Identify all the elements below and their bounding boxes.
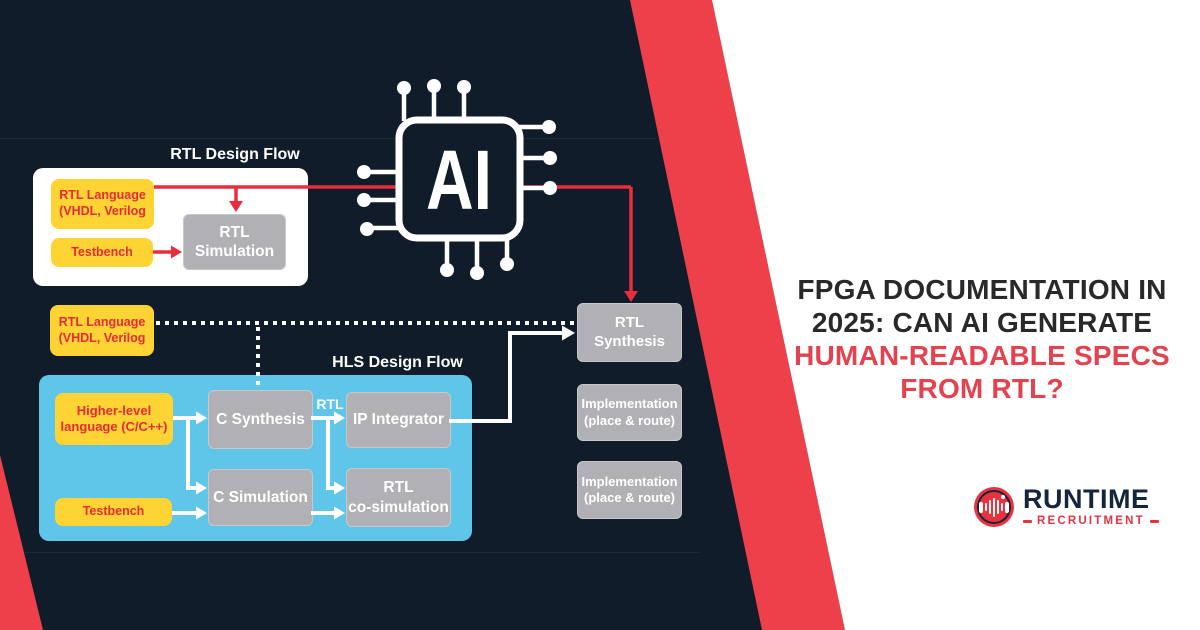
hls-testbench-box: Testbench	[55, 498, 172, 526]
headline-line-4: FROM RTL?	[900, 373, 1064, 404]
headline-line-2: 2025: CAN AI GENERATE	[811, 307, 1153, 338]
waveform-bars-icon	[974, 487, 1014, 527]
headline-line-3: HUMAN-READABLE SPECS	[794, 340, 1170, 371]
rtl-language-standalone-box: RTL Language (VHDL, Verilog	[50, 305, 154, 356]
rtl-simulation-box: RTL Simulation	[183, 214, 286, 270]
headline: FPGA DOCUMENTATION IN 2025: CAN AI GENER…	[770, 273, 1194, 405]
implementation-box-1: Implementation (place & route)	[577, 384, 682, 441]
higher-level-language-box: Higher-level language (C/C++)	[55, 393, 173, 445]
hls-design-flow-title: HLS Design Flow	[332, 354, 463, 371]
dash-icon	[1149, 519, 1159, 523]
badge-dot	[1001, 495, 1005, 499]
rtl-cosimulation-box: RTL co-simulation	[346, 468, 451, 527]
barbell-waveform-badge-icon	[974, 487, 1014, 527]
runtime-recruitment-logo: RUNTIME RECRUITMENT	[974, 484, 1159, 527]
ip-integrator-box: IP Integrator	[346, 392, 451, 448]
rtl-design-flow-title: RTL Design Flow	[170, 146, 300, 163]
logo-tagline: RECRUITMENT	[1023, 515, 1159, 527]
rtl-synthesis-box: RTL Synthesis	[577, 303, 682, 362]
rtl-language-box: RTL Language (VHDL, Verilog	[51, 179, 154, 229]
logo-tagline-text: RECRUITMENT	[1037, 515, 1145, 527]
logo-text: RUNTIME RECRUITMENT	[1023, 484, 1159, 527]
logo-name: RUNTIME	[1023, 484, 1150, 514]
dash-icon	[1023, 519, 1032, 523]
badge-ring	[977, 490, 1011, 524]
c-simulation-box: C Simulation	[208, 469, 313, 526]
rtl-testbench-box: Testbench	[51, 238, 153, 267]
background-seam-top	[0, 138, 655, 139]
background-seam-bottom	[0, 552, 700, 553]
implementation-box-2: Implementation (place & route)	[577, 461, 682, 519]
headline-line-1: FPGA DOCUMENTATION IN	[797, 274, 1167, 305]
rtl-edge-label: RTL	[316, 396, 344, 412]
c-synthesis-box: C Synthesis	[208, 390, 313, 449]
